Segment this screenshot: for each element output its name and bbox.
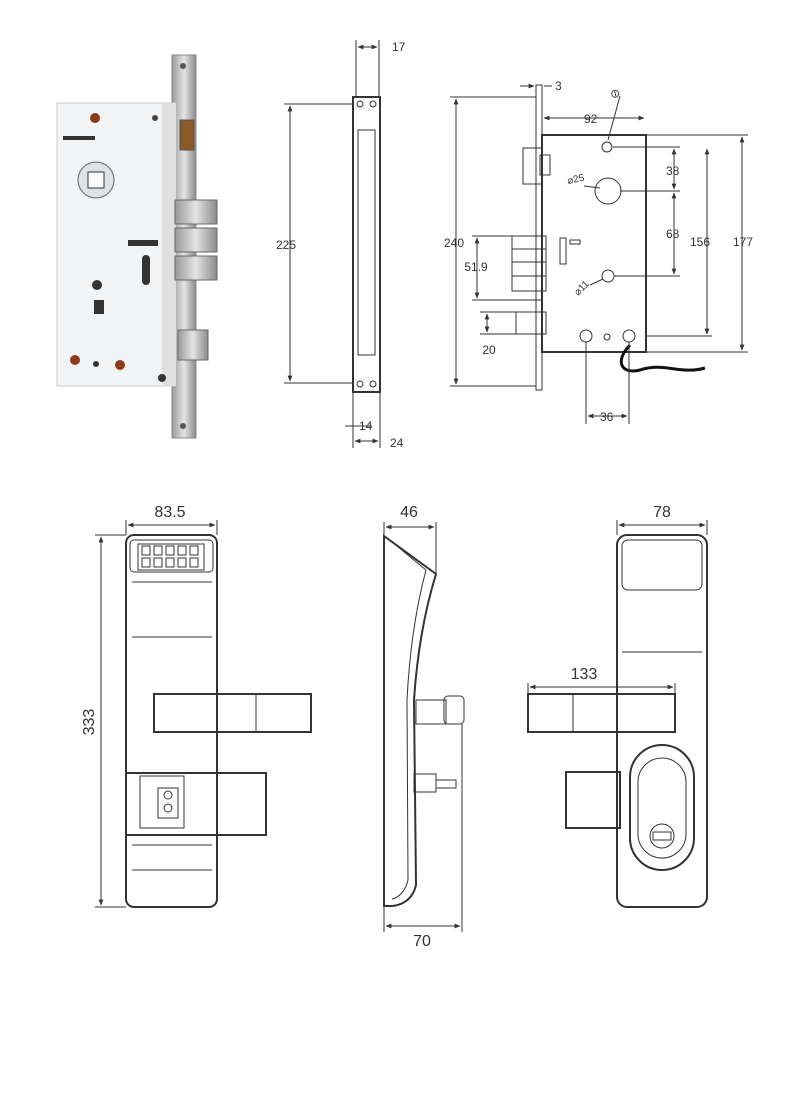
- dim-78: 78: [653, 504, 671, 521]
- dim-177: 177: [733, 235, 753, 249]
- dim-240: 240: [444, 236, 464, 250]
- dim-14: 14: [359, 419, 373, 433]
- dim-133: 133: [571, 666, 598, 683]
- faceplate-front-view: 225 17 14 24: [276, 40, 406, 450]
- dim-24: 24: [390, 436, 404, 450]
- mortise-lock-photo: [56, 54, 218, 439]
- dim-51-9: 51.9: [464, 260, 488, 274]
- dim-225: 225: [276, 238, 296, 252]
- dim-92: 92: [584, 112, 598, 126]
- dim-156: 156: [690, 235, 710, 249]
- dim-46: 46: [400, 504, 418, 521]
- svg-text:⊘: ⊘: [606, 86, 623, 102]
- dim-20: 20: [482, 343, 496, 357]
- dim-dia-11: ⌀11: [572, 278, 592, 298]
- dim-83-5: 83.5: [154, 504, 185, 521]
- keypad: [137, 543, 205, 571]
- dim-68: 68: [666, 227, 680, 241]
- dim-dia-25: ⌀25: [566, 173, 585, 187]
- dim-333: 333: [81, 709, 98, 736]
- mortise-side-view: 3 92 ⊘ 240 51.9 20 ⌀25 ⌀11 38 68: [444, 79, 753, 424]
- handle-front-view: 83.5 333: [81, 504, 312, 908]
- handle-back-view: 133 78: [527, 504, 708, 908]
- dim-36: 36: [600, 410, 614, 424]
- handle-side-view: 46 70: [383, 504, 465, 950]
- dim-70: 70: [413, 933, 431, 950]
- dim-3: 3: [555, 79, 562, 93]
- dim-38: 38: [666, 164, 680, 178]
- dim-17: 17: [392, 40, 406, 54]
